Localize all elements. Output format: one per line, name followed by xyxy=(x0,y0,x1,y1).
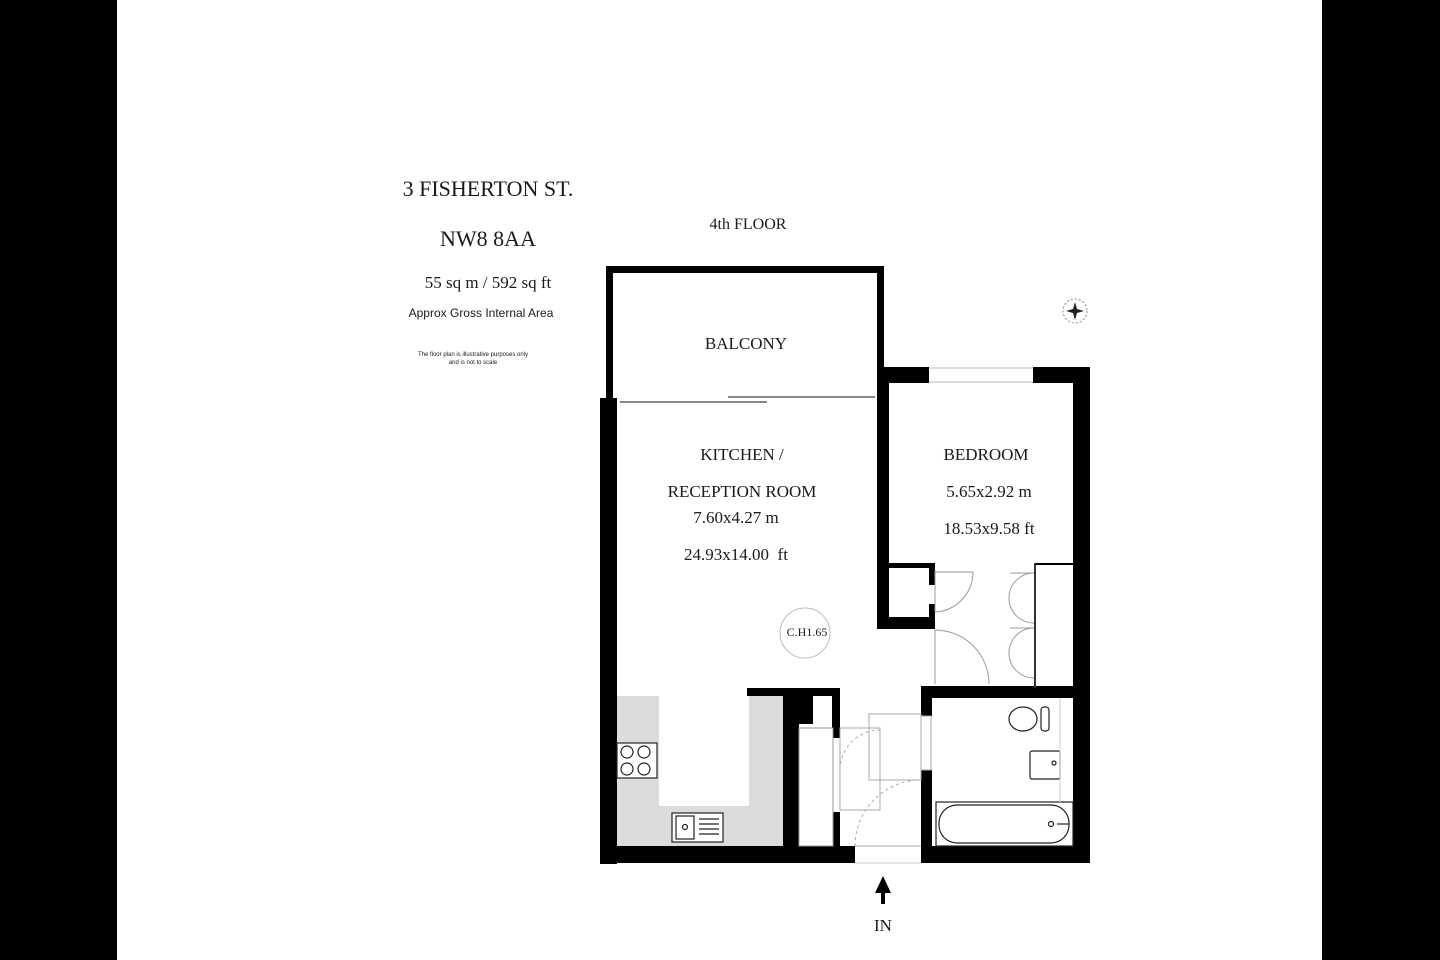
entrance-label: IN xyxy=(874,916,892,935)
bedroom-size-metric: 5.65x2.92 m xyxy=(946,482,1032,501)
bedroom-label: BEDROOM xyxy=(943,445,1029,464)
kitchen-size-metric: 7.60x4.27 m xyxy=(693,508,779,527)
area-size: 55 sq m / 592 sq ft xyxy=(424,273,552,292)
disclaimer-line-1: The floor plan is illustrative purposes … xyxy=(417,352,529,358)
bedroom-doors xyxy=(934,570,1035,685)
ceiling-height-label: C.H1.65 xyxy=(786,625,828,639)
hall-doors xyxy=(839,713,932,847)
hob-icon xyxy=(616,742,658,779)
balcony-walls xyxy=(606,266,884,398)
floor-label: 4th FLOOR xyxy=(709,216,787,233)
hall-cupboard xyxy=(798,727,834,847)
address-line-1: 3 FISHERTON ST. xyxy=(402,176,574,201)
bedroom-size-imperial: 18.53x9.58 ft xyxy=(943,519,1035,538)
disclaimer-line-2: and is not to scale xyxy=(448,360,498,366)
sink-icon xyxy=(671,812,724,843)
kitchen-label-line-2: RECEPTION ROOM xyxy=(667,482,817,501)
kitchen-label-line-1: KITCHEN / xyxy=(700,445,784,464)
bath-icon xyxy=(935,801,1074,847)
address-postcode: NW8 8AA xyxy=(440,226,536,251)
balcony-label: BALCONY xyxy=(704,334,788,353)
floor-plan-canvas: 3 FISHERTON ST. NW8 8AA 55 sq m / 592 sq… xyxy=(117,0,1322,960)
outer-walls xyxy=(600,367,1090,864)
compass-icon xyxy=(1062,298,1088,324)
hall-walls xyxy=(747,688,840,858)
kitchen-size-imperial: 24.93x14.00 ft xyxy=(684,545,788,564)
basin-icon xyxy=(1029,750,1061,780)
bedroom-window xyxy=(929,367,1033,383)
area-caption: Approx Gross Internal Area xyxy=(408,306,554,320)
arrow-up-icon xyxy=(875,876,891,904)
ceiling-height-marker xyxy=(779,607,831,659)
sliding-door xyxy=(620,396,875,403)
floor-plan-drawing xyxy=(600,266,1090,904)
toilet-icon xyxy=(1008,706,1050,732)
